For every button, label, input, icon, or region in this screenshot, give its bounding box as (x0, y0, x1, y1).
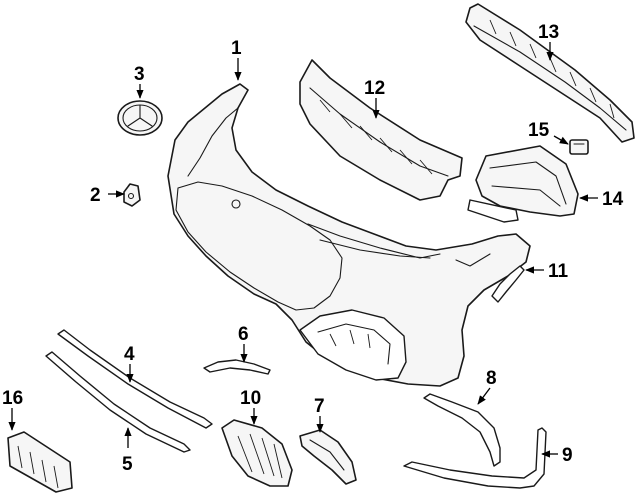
trim-strip-upper-part (57, 329, 213, 429)
clip-part (569, 139, 589, 155)
callout-5: 5 (122, 454, 133, 475)
lower-grille-part (299, 59, 519, 223)
callout-11: 11 (548, 261, 569, 282)
callout-8: 8 (486, 368, 497, 389)
side-trim-part (491, 265, 525, 303)
leader-lines (8, 42, 598, 458)
callout-10: 10 (240, 388, 261, 409)
callout-3: 3 (134, 64, 145, 85)
callout-7: 7 (314, 396, 325, 417)
small-strip-part (203, 359, 271, 375)
bracket-part (123, 183, 141, 207)
callout-2: 2 (90, 185, 101, 206)
lip-trim-part (403, 427, 547, 489)
callout-6: 6 (238, 324, 249, 345)
emblem-part (117, 100, 163, 136)
upper-grille-support-part (465, 3, 635, 143)
air-duct-part (475, 145, 579, 217)
callout-9: 9 (562, 445, 573, 466)
air-curtain-trim-part (423, 393, 501, 467)
fog-grille-part (221, 419, 293, 487)
corner-vane-part (299, 429, 357, 485)
callout-14: 14 (602, 189, 624, 210)
callout-labels: 1 2 3 4 5 6 7 8 9 10 11 12 13 14 15 16 (2, 22, 624, 475)
lower-intake-part (299, 309, 407, 381)
callout-15: 15 (528, 120, 550, 141)
callout-1: 1 (231, 38, 242, 59)
license-bracket-part (7, 431, 73, 493)
callout-12: 12 (364, 78, 385, 99)
callout-16: 16 (2, 388, 23, 409)
trim-strip-lower-part (45, 351, 191, 453)
callout-4: 4 (124, 344, 135, 365)
bumper-cover-part (167, 83, 531, 387)
callout-13: 13 (538, 22, 559, 43)
